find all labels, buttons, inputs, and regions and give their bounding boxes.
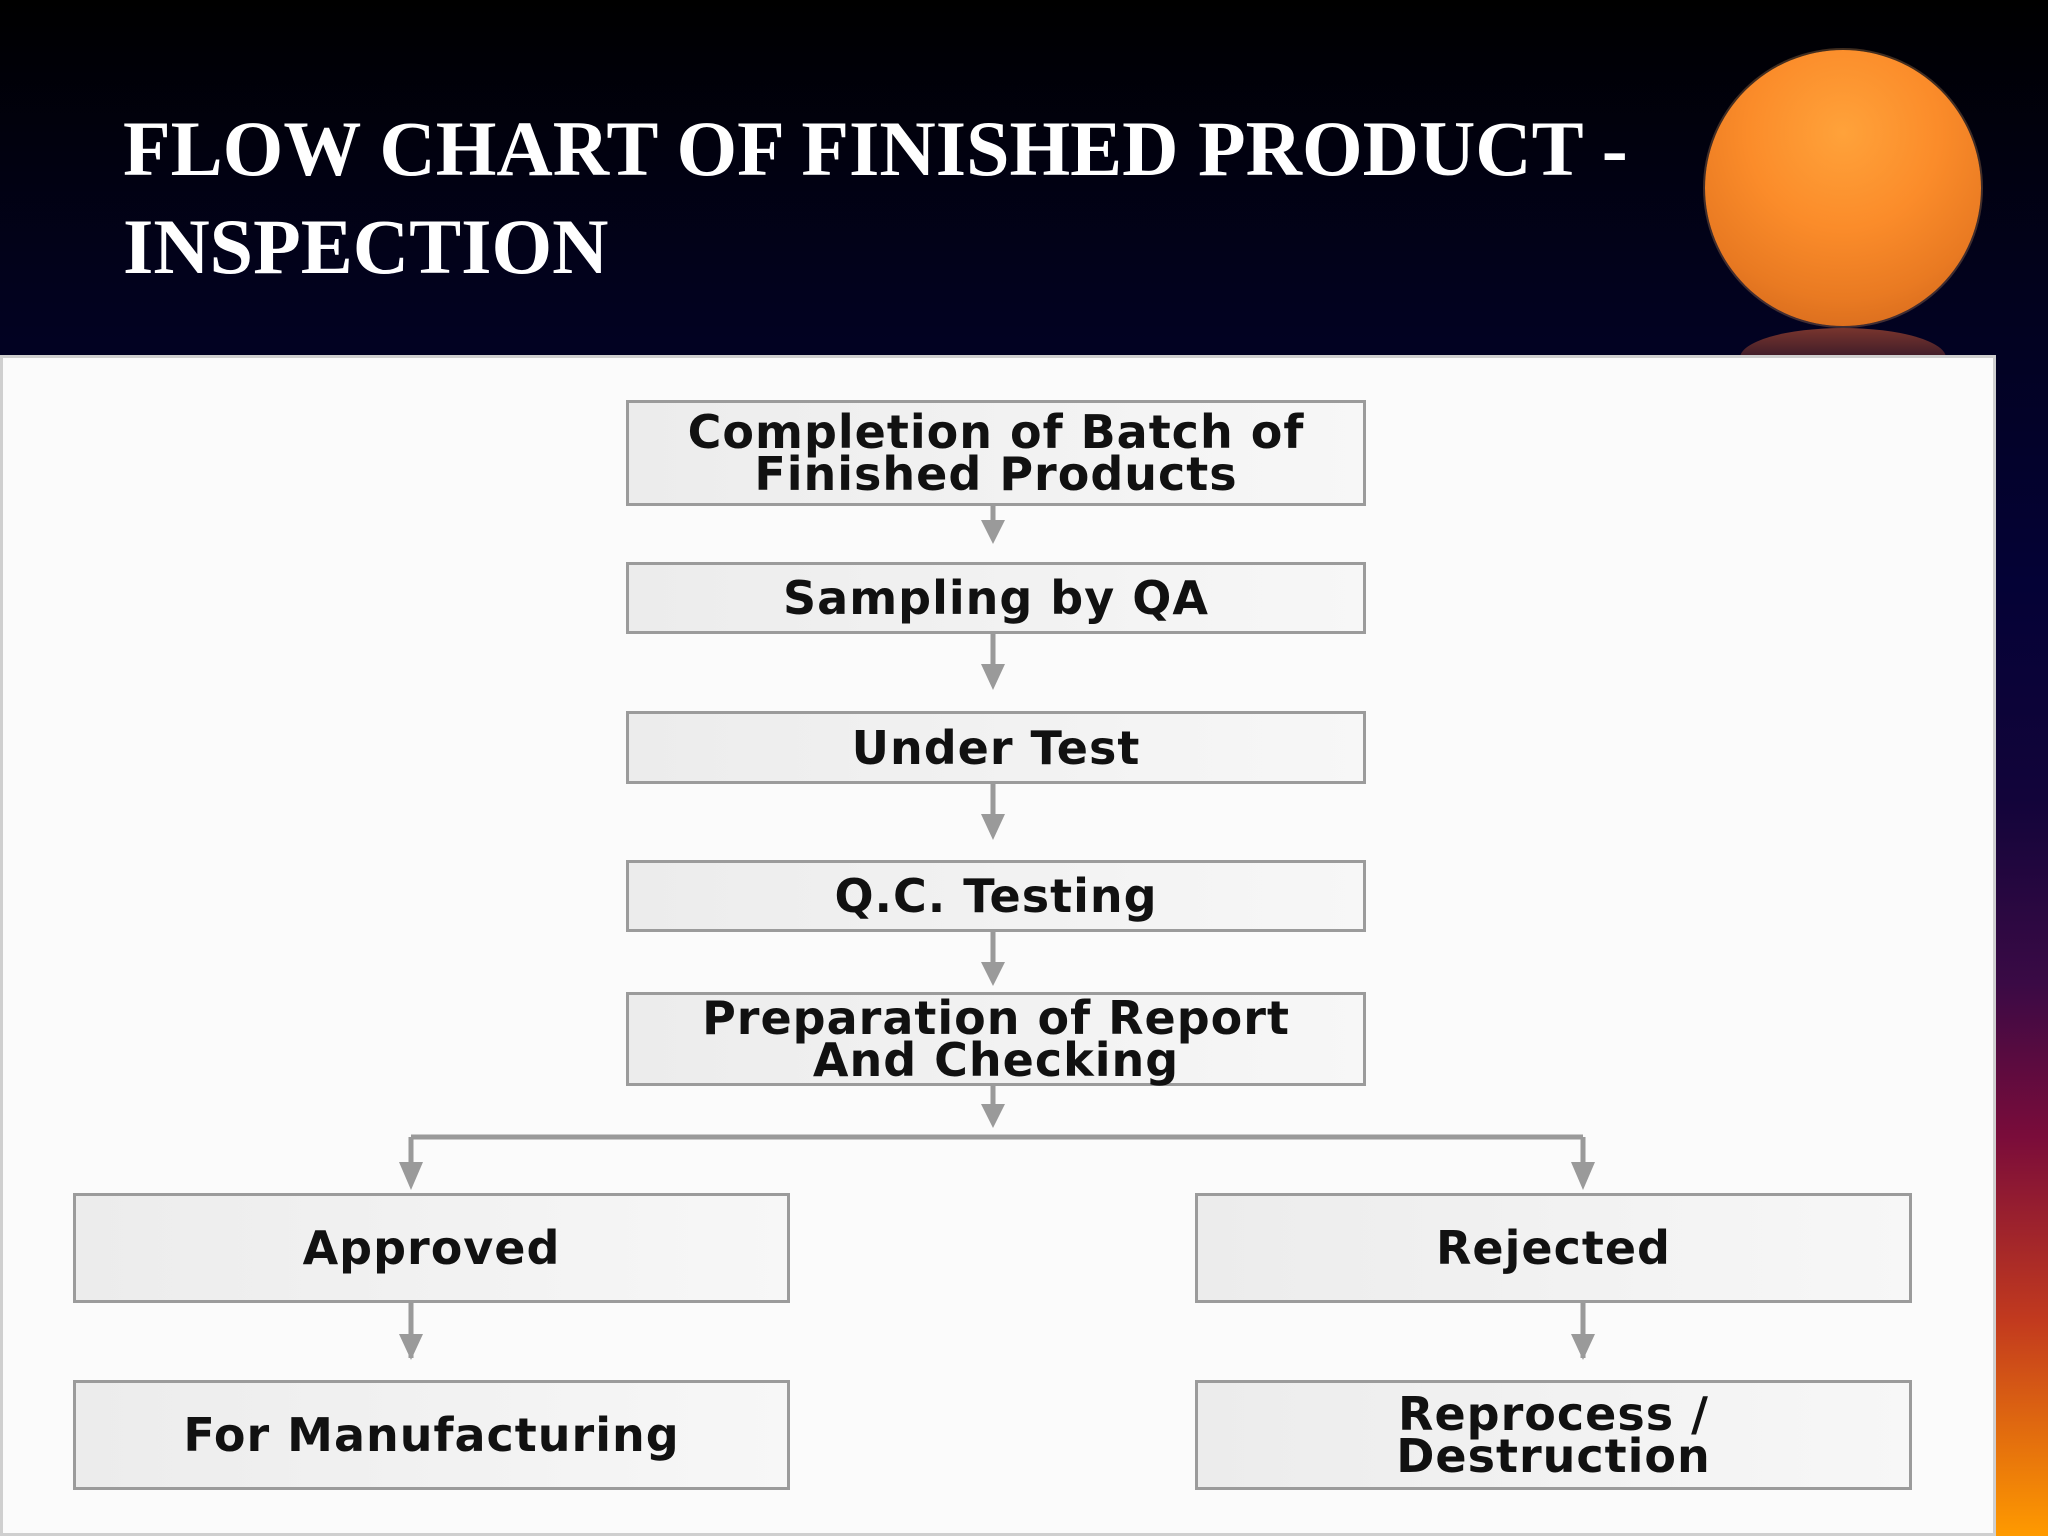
outcome-reprocess-box: Reprocess / Destruction bbox=[1195, 1380, 1912, 1490]
step-sampling-box: Sampling by QA bbox=[626, 562, 1366, 634]
step-under-test-box: Under Test bbox=[626, 711, 1366, 784]
outcome-manufacturing-box: For Manufacturing bbox=[73, 1380, 790, 1490]
slide-title-line-1: FLOW CHART OF FINISHED PRODUCT - bbox=[123, 105, 1628, 192]
step-completion-box: Completion of Batch of Finished Products bbox=[626, 400, 1366, 506]
flowchart-panel bbox=[0, 355, 1996, 1536]
slide-title: FLOW CHART OF FINISHED PRODUCT - INSPECT… bbox=[123, 100, 1683, 296]
step-report-box: Preparation of Report And Checking bbox=[626, 992, 1366, 1086]
step-qc-testing-box: Q.C. Testing bbox=[626, 860, 1366, 932]
decorative-orange-orb bbox=[1705, 50, 1981, 326]
branch-rejected-box: Rejected bbox=[1195, 1193, 1912, 1303]
slide-title-line-2: INSPECTION bbox=[123, 203, 609, 290]
branch-approved-box: Approved bbox=[73, 1193, 790, 1303]
